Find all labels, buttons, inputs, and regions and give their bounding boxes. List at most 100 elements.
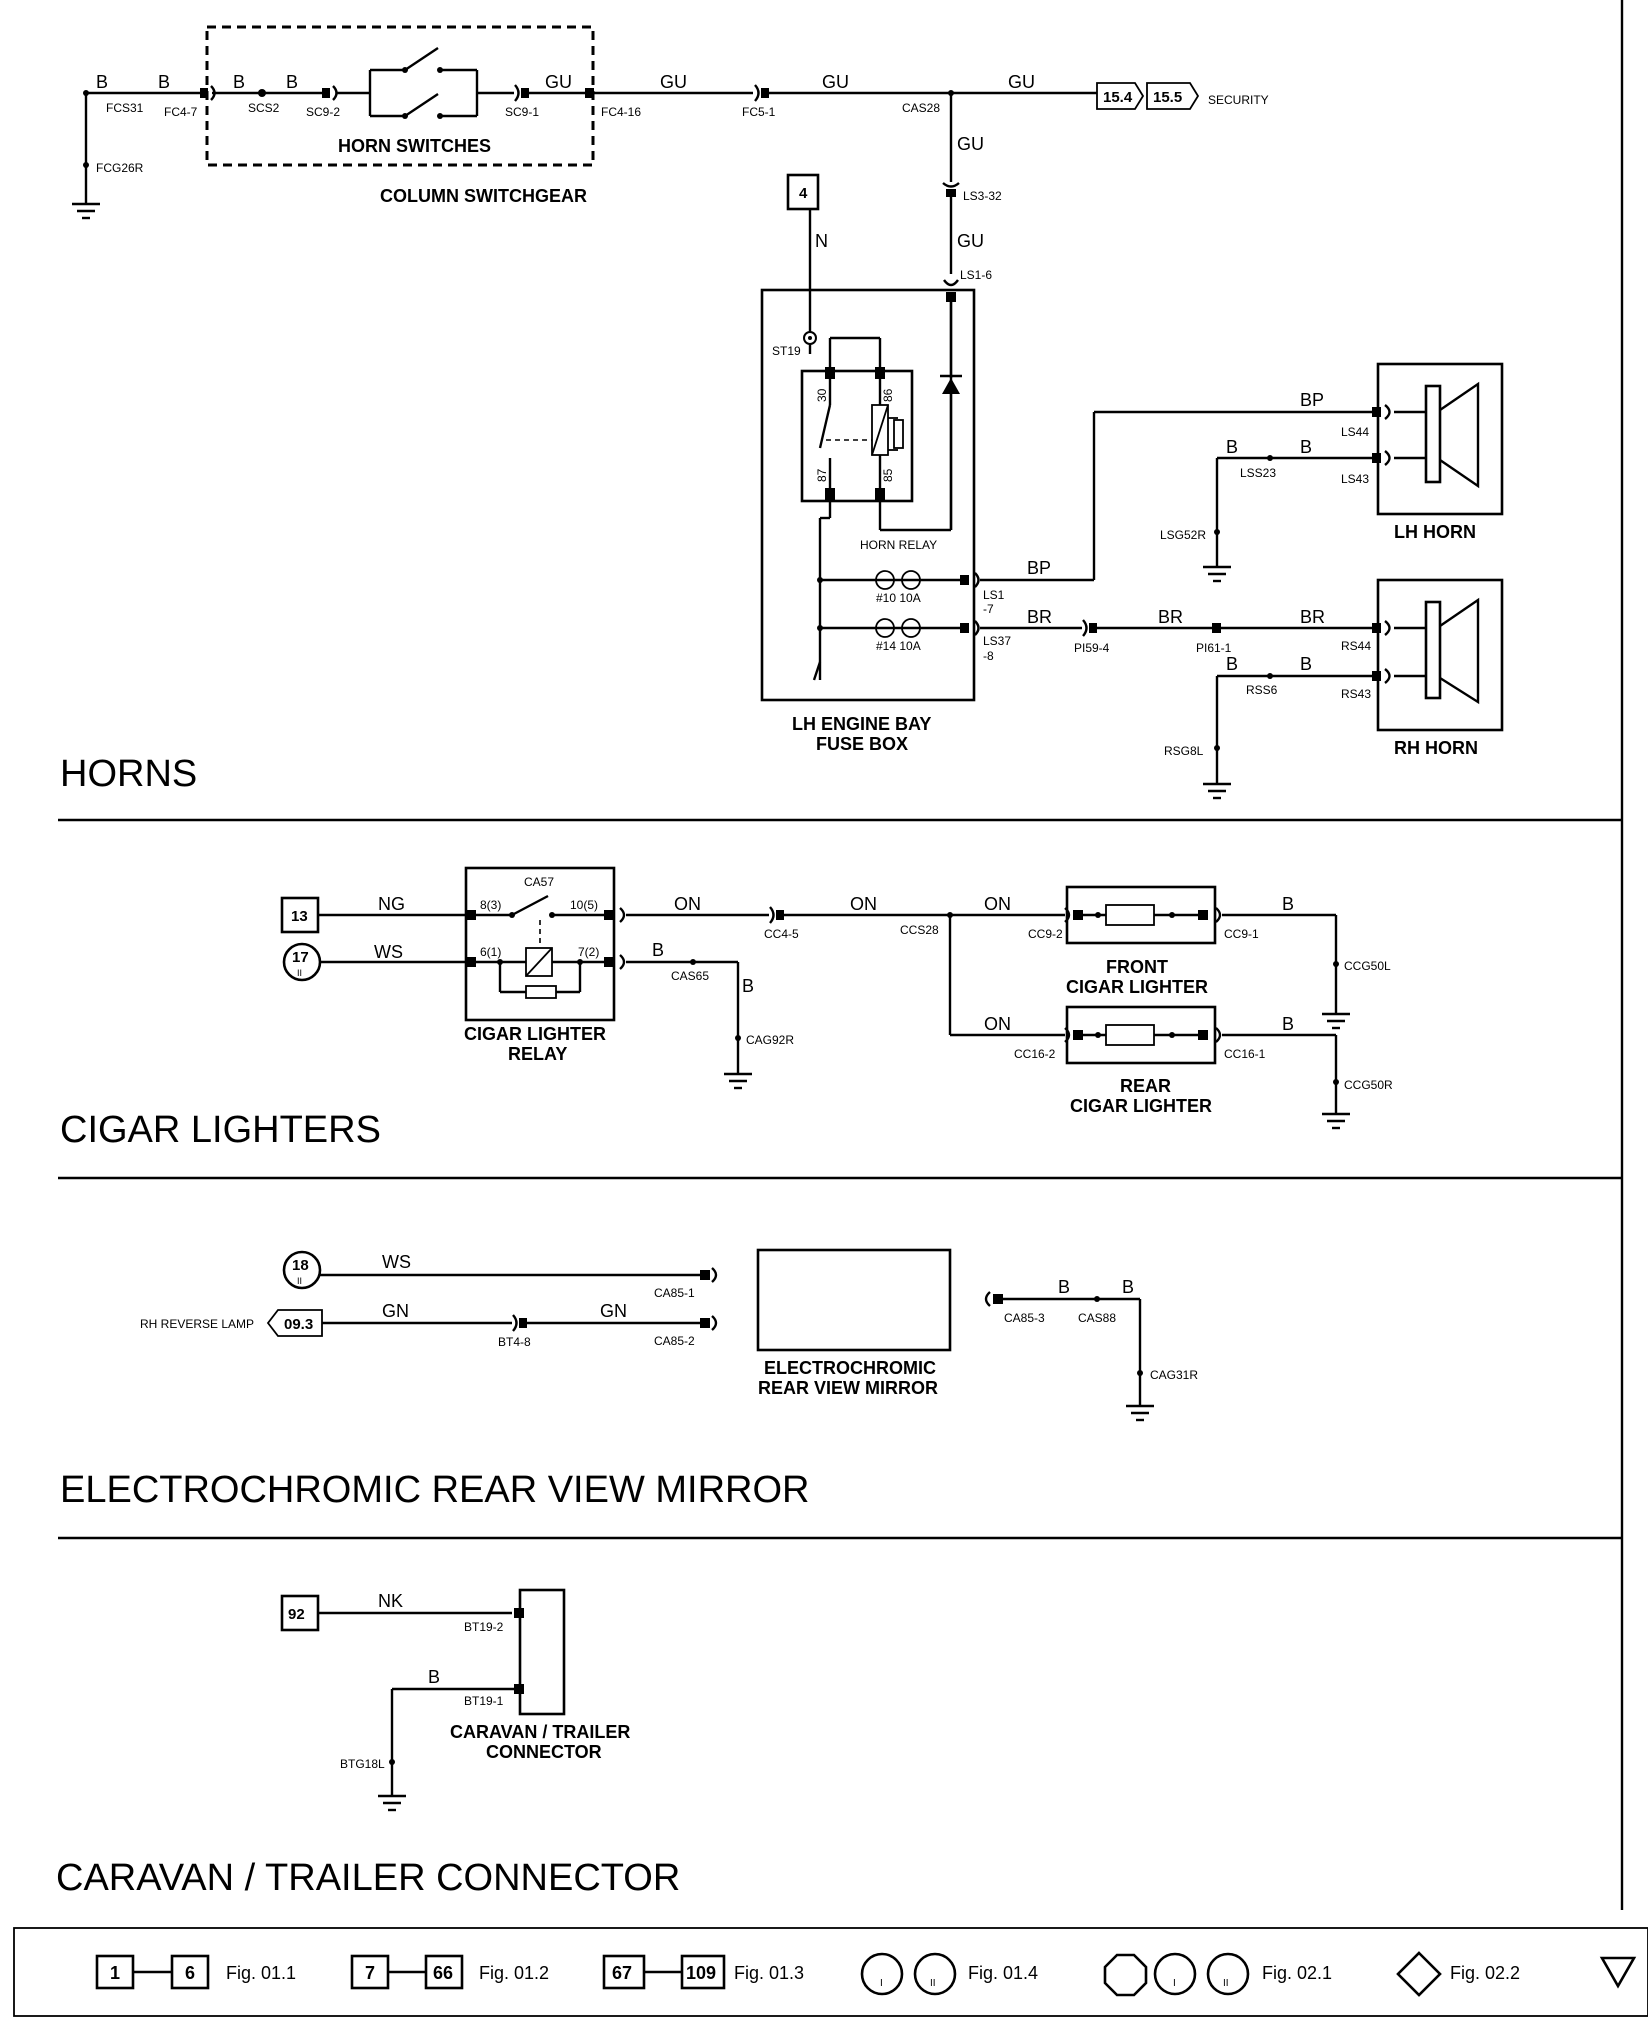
ref-17-ii: II	[297, 968, 302, 978]
label-cas88: CAS88	[1078, 1311, 1116, 1325]
label-fc5-1: FC5-1	[742, 105, 776, 119]
label-bt19-1: BT19-1	[464, 1694, 504, 1708]
page-borders	[58, 0, 1624, 1910]
legend-bar	[13, 1927, 1648, 2017]
label-ca85-3: CA85-3	[1004, 1311, 1045, 1325]
label-sc9-2: SC9-2	[306, 105, 340, 119]
legend-fig-02-2: Fig. 02.2	[1450, 1963, 1520, 1983]
caravan-section	[280, 1588, 566, 1812]
label-mirror-2: REAR VIEW MIRROR	[758, 1378, 938, 1398]
ref-92: 92	[288, 1606, 305, 1623]
ref-09-3-arrow	[266, 1309, 323, 1337]
label-ccg50l: CCG50L	[1344, 959, 1391, 973]
label-cigar-relay-1: CIGAR LIGHTER	[464, 1024, 606, 1044]
caravan-trailer-connector	[518, 1588, 566, 1716]
rear-cigar-lighter	[1064, 1005, 1222, 1065]
ref-15-5-arrow	[1146, 82, 1200, 110]
label-security: SECURITY	[1208, 93, 1269, 107]
ref-4-box	[786, 173, 820, 211]
label-pi59-4: PI59-4	[1074, 641, 1110, 655]
legend-roman-i: I	[1173, 1978, 1176, 1989]
wire-b: B	[1300, 654, 1312, 674]
pin-7-2: 7(2)	[578, 945, 599, 959]
horn-relay	[800, 336, 953, 532]
label-sc9-1: SC9-1	[505, 105, 539, 119]
section-title-caravan: CARAVAN / TRAILER CONNECTOR	[56, 1857, 680, 1899]
wire-b: B	[1122, 1277, 1134, 1297]
label-bt4-8: BT4-8	[498, 1335, 531, 1349]
label-fc4-7: FC4-7	[164, 105, 198, 119]
label-cigar-relay-2: RELAY	[508, 1044, 567, 1064]
label-pi61-1: PI61-1	[1196, 641, 1232, 655]
label-ls1-6: LS1-6	[960, 268, 992, 282]
wire-b: B	[286, 72, 298, 92]
wire-gu: GU	[957, 231, 984, 251]
ref-4: 4	[799, 185, 808, 202]
label-fuse-box-2: FUSE BOX	[816, 734, 908, 754]
cigar-lighters-section	[280, 866, 1352, 1130]
legend-fig-01-3: Fig. 01.3	[734, 1963, 804, 1983]
label-horn-relay: HORN RELAY	[860, 538, 937, 552]
legend-box-109: 109	[686, 1963, 716, 1983]
label-cag31r: CAG31R	[1150, 1368, 1198, 1382]
wire-gu: GU	[822, 72, 849, 92]
label-fuse-box-1: LH ENGINE BAY	[792, 714, 931, 734]
wire-gu: GU	[660, 72, 687, 92]
ref-15-5: 15.5	[1153, 89, 1182, 106]
label-cc16-2: CC16-2	[1014, 1047, 1056, 1061]
legend-roman-i: I	[880, 1978, 883, 1989]
label-cc4-5: CC4-5	[764, 927, 799, 941]
legend-box-6: 6	[185, 1963, 195, 1983]
label-ccs28: CCS28	[900, 923, 939, 937]
label-lh-horn: LH HORN	[1394, 522, 1476, 542]
wire-b: B	[158, 72, 170, 92]
label-caravan-2: CONNECTOR	[486, 1742, 602, 1762]
label-column-switchgear: COLUMN SWITCHGEAR	[380, 186, 587, 206]
ref-09-3: 09.3	[284, 1316, 313, 1333]
wire-b: B	[1058, 1277, 1070, 1297]
label-fc4-16: FC4-16	[601, 105, 641, 119]
ref-18-ii: II	[297, 1276, 302, 1286]
legend-box-1: 1	[110, 1963, 120, 1983]
label-horn-switches: HORN SWITCHES	[338, 136, 491, 156]
ref-15-4: 15.4	[1103, 89, 1133, 106]
label-rsg8l: RSG8L	[1164, 744, 1204, 758]
wire-gu: GU	[957, 134, 984, 154]
wire-gu: GU	[1008, 72, 1035, 92]
wire-b: B	[96, 72, 108, 92]
section-title-cigar: CIGAR LIGHTERS	[60, 1109, 381, 1151]
lh-engine-bay-fuse-box	[760, 288, 976, 702]
pin-10-5: 10(5)	[570, 898, 598, 912]
front-cigar-lighter	[1064, 885, 1222, 945]
wire-b: B	[1300, 437, 1312, 457]
wire-on: ON	[674, 894, 701, 914]
diode	[942, 378, 960, 394]
label-rss6: RSS6	[1246, 683, 1278, 697]
wire-on: ON	[984, 1014, 1011, 1034]
label-fcs31: FCS31	[106, 101, 144, 115]
wire-ng: NG	[378, 894, 405, 914]
legend-roman-ii: II	[930, 1978, 936, 1989]
wire-bp: BP	[1027, 558, 1051, 578]
cigar-lighter-relay	[464, 866, 616, 1022]
label-ccg50r: CCG50R	[1344, 1078, 1393, 1092]
wire-b: B	[652, 940, 664, 960]
label-mirror-1: ELECTROCHROMIC	[764, 1358, 936, 1378]
wire-br: BR	[1300, 607, 1325, 627]
legend-roman-ii: II	[1223, 1978, 1229, 1989]
label-ls37-b: -8	[983, 649, 994, 663]
label-st19: ST19	[772, 344, 801, 358]
pin-6-1: 6(1)	[480, 945, 501, 959]
label-ls37: LS37	[983, 634, 1011, 648]
pin-8-3: 8(3)	[480, 898, 501, 912]
section-title-horns: HORNS	[60, 753, 197, 795]
label-bt19-2: BT19-2	[464, 1620, 504, 1634]
label-front-cigar-2: CIGAR LIGHTER	[1066, 977, 1208, 997]
ref-13-box	[280, 896, 320, 934]
label-rh-reverse-lamp: RH REVERSE LAMP	[140, 1317, 254, 1331]
label-cc16-1: CC16-1	[1224, 1047, 1266, 1061]
wire-gn: GN	[382, 1301, 409, 1321]
legend-box-66: 66	[433, 1963, 453, 1983]
wire-b: B	[742, 976, 754, 996]
